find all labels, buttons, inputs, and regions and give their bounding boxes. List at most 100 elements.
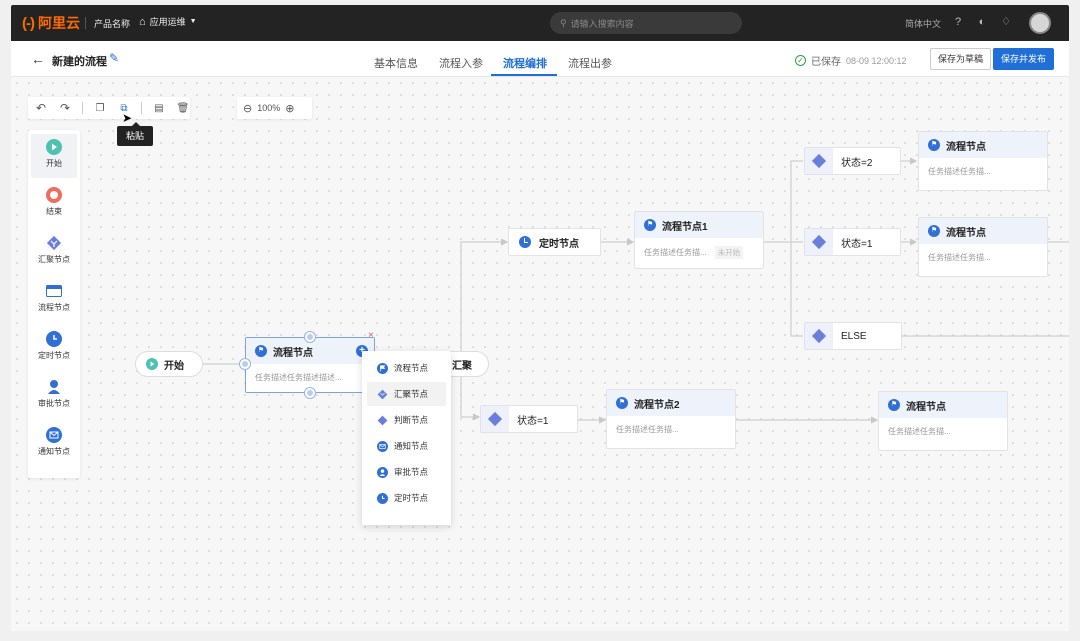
condition-label: ELSE <box>841 330 867 342</box>
active-tab-indicator <box>491 74 557 76</box>
selected-process-node[interactable]: ⚑ 流程节点 + 任务描述任务描述描述... <box>245 337 375 393</box>
edge-layer <box>203 157 1069 424</box>
process-node-2[interactable]: ⚑ 流程节点2 任务描述任务描... <box>606 389 736 449</box>
palette-label: 流程节点 <box>38 303 70 312</box>
tab-flow-input[interactable]: 流程入参 <box>439 58 483 70</box>
approval-icon <box>377 466 388 478</box>
mouse-cursor-icon: ➤ <box>122 111 133 125</box>
timer-icon <box>46 331 62 347</box>
redo-icon[interactable]: ↷ <box>59 101 71 115</box>
logo-bracket-icon: (-) <box>22 14 35 32</box>
app-window: (-) 阿里云 产品名称 ⌂ 应用运维 ▼ ⚲ 请输入搜索内容 简体中文 ? ◐… <box>11 5 1069 631</box>
flag-icon: ⚑ <box>644 219 656 231</box>
status-badge: 未开始 <box>714 246 744 259</box>
start-node[interactable]: 开始 <box>135 351 203 377</box>
product-name[interactable]: 产品名称 <box>94 19 131 29</box>
divider <box>85 17 86 29</box>
flag-icon: ⚑ <box>616 397 628 409</box>
tab-flow-orchestration[interactable]: 流程编排 <box>503 58 547 70</box>
diamond-icon <box>805 323 833 349</box>
save-publish-button[interactable]: 保存并发布 <box>993 48 1055 70</box>
brand-logo[interactable]: (-) 阿里云 <box>22 13 80 33</box>
palette-item-notify[interactable]: 通知节点 <box>31 422 77 466</box>
tab-flow-output[interactable]: 流程出参 <box>568 58 612 70</box>
copy-icon[interactable]: ❐ <box>95 102 105 114</box>
flag-icon: ⚑ <box>928 225 940 237</box>
node-title: 流程节点2 <box>634 399 680 411</box>
edit-pencil-icon[interactable]: ✎ <box>109 51 120 65</box>
palette-item-process[interactable]: 流程节点 <box>31 278 77 322</box>
layout-icon[interactable]: ▤ <box>154 102 164 114</box>
palette-item-end[interactable]: 结束 <box>31 182 77 226</box>
close-icon[interactable]: × <box>368 330 374 341</box>
node-desc: 任务描述任务描... <box>888 427 951 436</box>
process-node-bottom-right[interactable]: ⚑ 流程节点 任务描述任务描... <box>878 391 1008 451</box>
menu-item-approval[interactable]: 审批节点 <box>367 460 446 484</box>
theme-icon[interactable]: ◐ <box>978 16 986 28</box>
condition-else[interactable]: ELSE <box>804 322 902 350</box>
help-icon[interactable]: ? <box>954 16 962 28</box>
save-status: ✓ 已保存 08-09 12:00:12 <box>795 53 907 68</box>
node-title: 流程节点 <box>946 227 986 239</box>
zoom-in-icon[interactable]: ⊕ <box>285 102 295 115</box>
timer-node[interactable]: 定时节点 <box>508 228 601 256</box>
arrow-left-icon[interactable]: ← <box>31 51 45 67</box>
connect-handle-left[interactable] <box>240 359 250 369</box>
add-node-menu: 流程节点 汇聚节点 判断节点 通知节点 审批节点 定时节点 <box>362 351 451 525</box>
process-node-top[interactable]: ⚑ 流程节点 任务描述任务描... <box>918 131 1048 191</box>
edge-merge-to-cond <box>460 377 481 421</box>
node-desc: 任务描述任务描... <box>644 248 707 257</box>
approval-icon <box>48 380 60 394</box>
search-input[interactable]: ⚲ 请输入搜索内容 <box>550 12 742 34</box>
edit-toolbar: ↶ ↷ ❐ ⧉ ▤ 🗑 <box>28 97 190 119</box>
home-icon: ⌂ <box>139 15 146 28</box>
zoom-out-icon[interactable]: ⊖ <box>243 102 253 115</box>
menu-item-timer[interactable]: 定时节点 <box>367 486 446 510</box>
node-header: ⚑ 流程节点 <box>919 132 1047 158</box>
menu-item-merge[interactable]: 汇聚节点 <box>367 382 446 406</box>
timer-icon <box>519 236 531 248</box>
condition-state-2[interactable]: 状态=2 <box>804 147 901 175</box>
palette-item-approval[interactable]: 审批节点 <box>31 374 77 418</box>
process-icon <box>46 285 62 297</box>
connect-handle-top[interactable] <box>305 332 315 342</box>
node-title: 流程节点1 <box>662 221 708 233</box>
node-desc: 任务描述任务描... <box>928 253 991 262</box>
nav-dropdown[interactable]: ⌂ 应用运维 ▼ <box>139 15 197 28</box>
delete-icon[interactable]: 🗑 <box>176 102 190 114</box>
tab-basic-info[interactable]: 基本信息 <box>374 58 418 70</box>
node-desc: 任务描述任务描述描述... <box>255 373 342 382</box>
merge-node-label: 汇聚 <box>452 360 472 372</box>
palette-item-merge[interactable]: 汇聚节点 <box>31 230 77 274</box>
undo-icon[interactable]: ↶ <box>35 101 47 115</box>
end-icon <box>46 187 62 203</box>
save-draft-button[interactable]: 保存为草稿 <box>930 48 992 70</box>
menu-item-notify[interactable]: 通知节点 <box>367 434 446 458</box>
connect-handle-bottom[interactable] <box>305 388 315 398</box>
flow-canvas[interactable]: ↶ ↷ ❐ ⧉ ▤ 🗑 ⊖ 100% ⊕ 粘贴 ➤ 开始 结束 <box>11 77 1069 631</box>
page-title: 新建的流程 <box>52 56 107 68</box>
palette-item-timer[interactable]: 定时节点 <box>31 326 77 370</box>
process-node-mid[interactable]: ⚑ 流程节点 任务描述任务描... <box>918 217 1048 277</box>
process-node-1[interactable]: ⚑ 流程节点1 任务描述任务描... 未开始 <box>634 211 764 269</box>
condition-label: 状态=1 <box>841 238 873 250</box>
palette-item-start[interactable]: 开始 <box>31 134 77 178</box>
edge-merge-to-timer <box>460 238 509 352</box>
zoom-level: 100% <box>257 103 281 113</box>
avatar[interactable] <box>1029 12 1051 34</box>
node-header: ⚑ 流程节点1 <box>635 212 763 238</box>
menu-item-process[interactable]: 流程节点 <box>367 356 446 380</box>
notify-icon <box>377 440 388 452</box>
menu-item-decision[interactable]: 判断节点 <box>367 408 446 432</box>
diamond-icon <box>805 229 833 255</box>
condition-label: 状态=2 <box>841 157 873 169</box>
node-header: ⚑ 流程节点2 <box>607 390 735 416</box>
condition-state-1-bottom[interactable]: 状态=1 <box>480 405 578 433</box>
bell-icon[interactable]: ♢ <box>1001 16 1011 28</box>
paste-icon[interactable]: ⧉ <box>120 102 128 114</box>
diamond-icon <box>481 406 509 432</box>
divider <box>82 102 83 114</box>
condition-state-1[interactable]: 状态=1 <box>804 228 901 256</box>
language-switch[interactable]: 简体中文 <box>905 19 942 29</box>
condition-label: 状态=1 <box>517 415 549 427</box>
